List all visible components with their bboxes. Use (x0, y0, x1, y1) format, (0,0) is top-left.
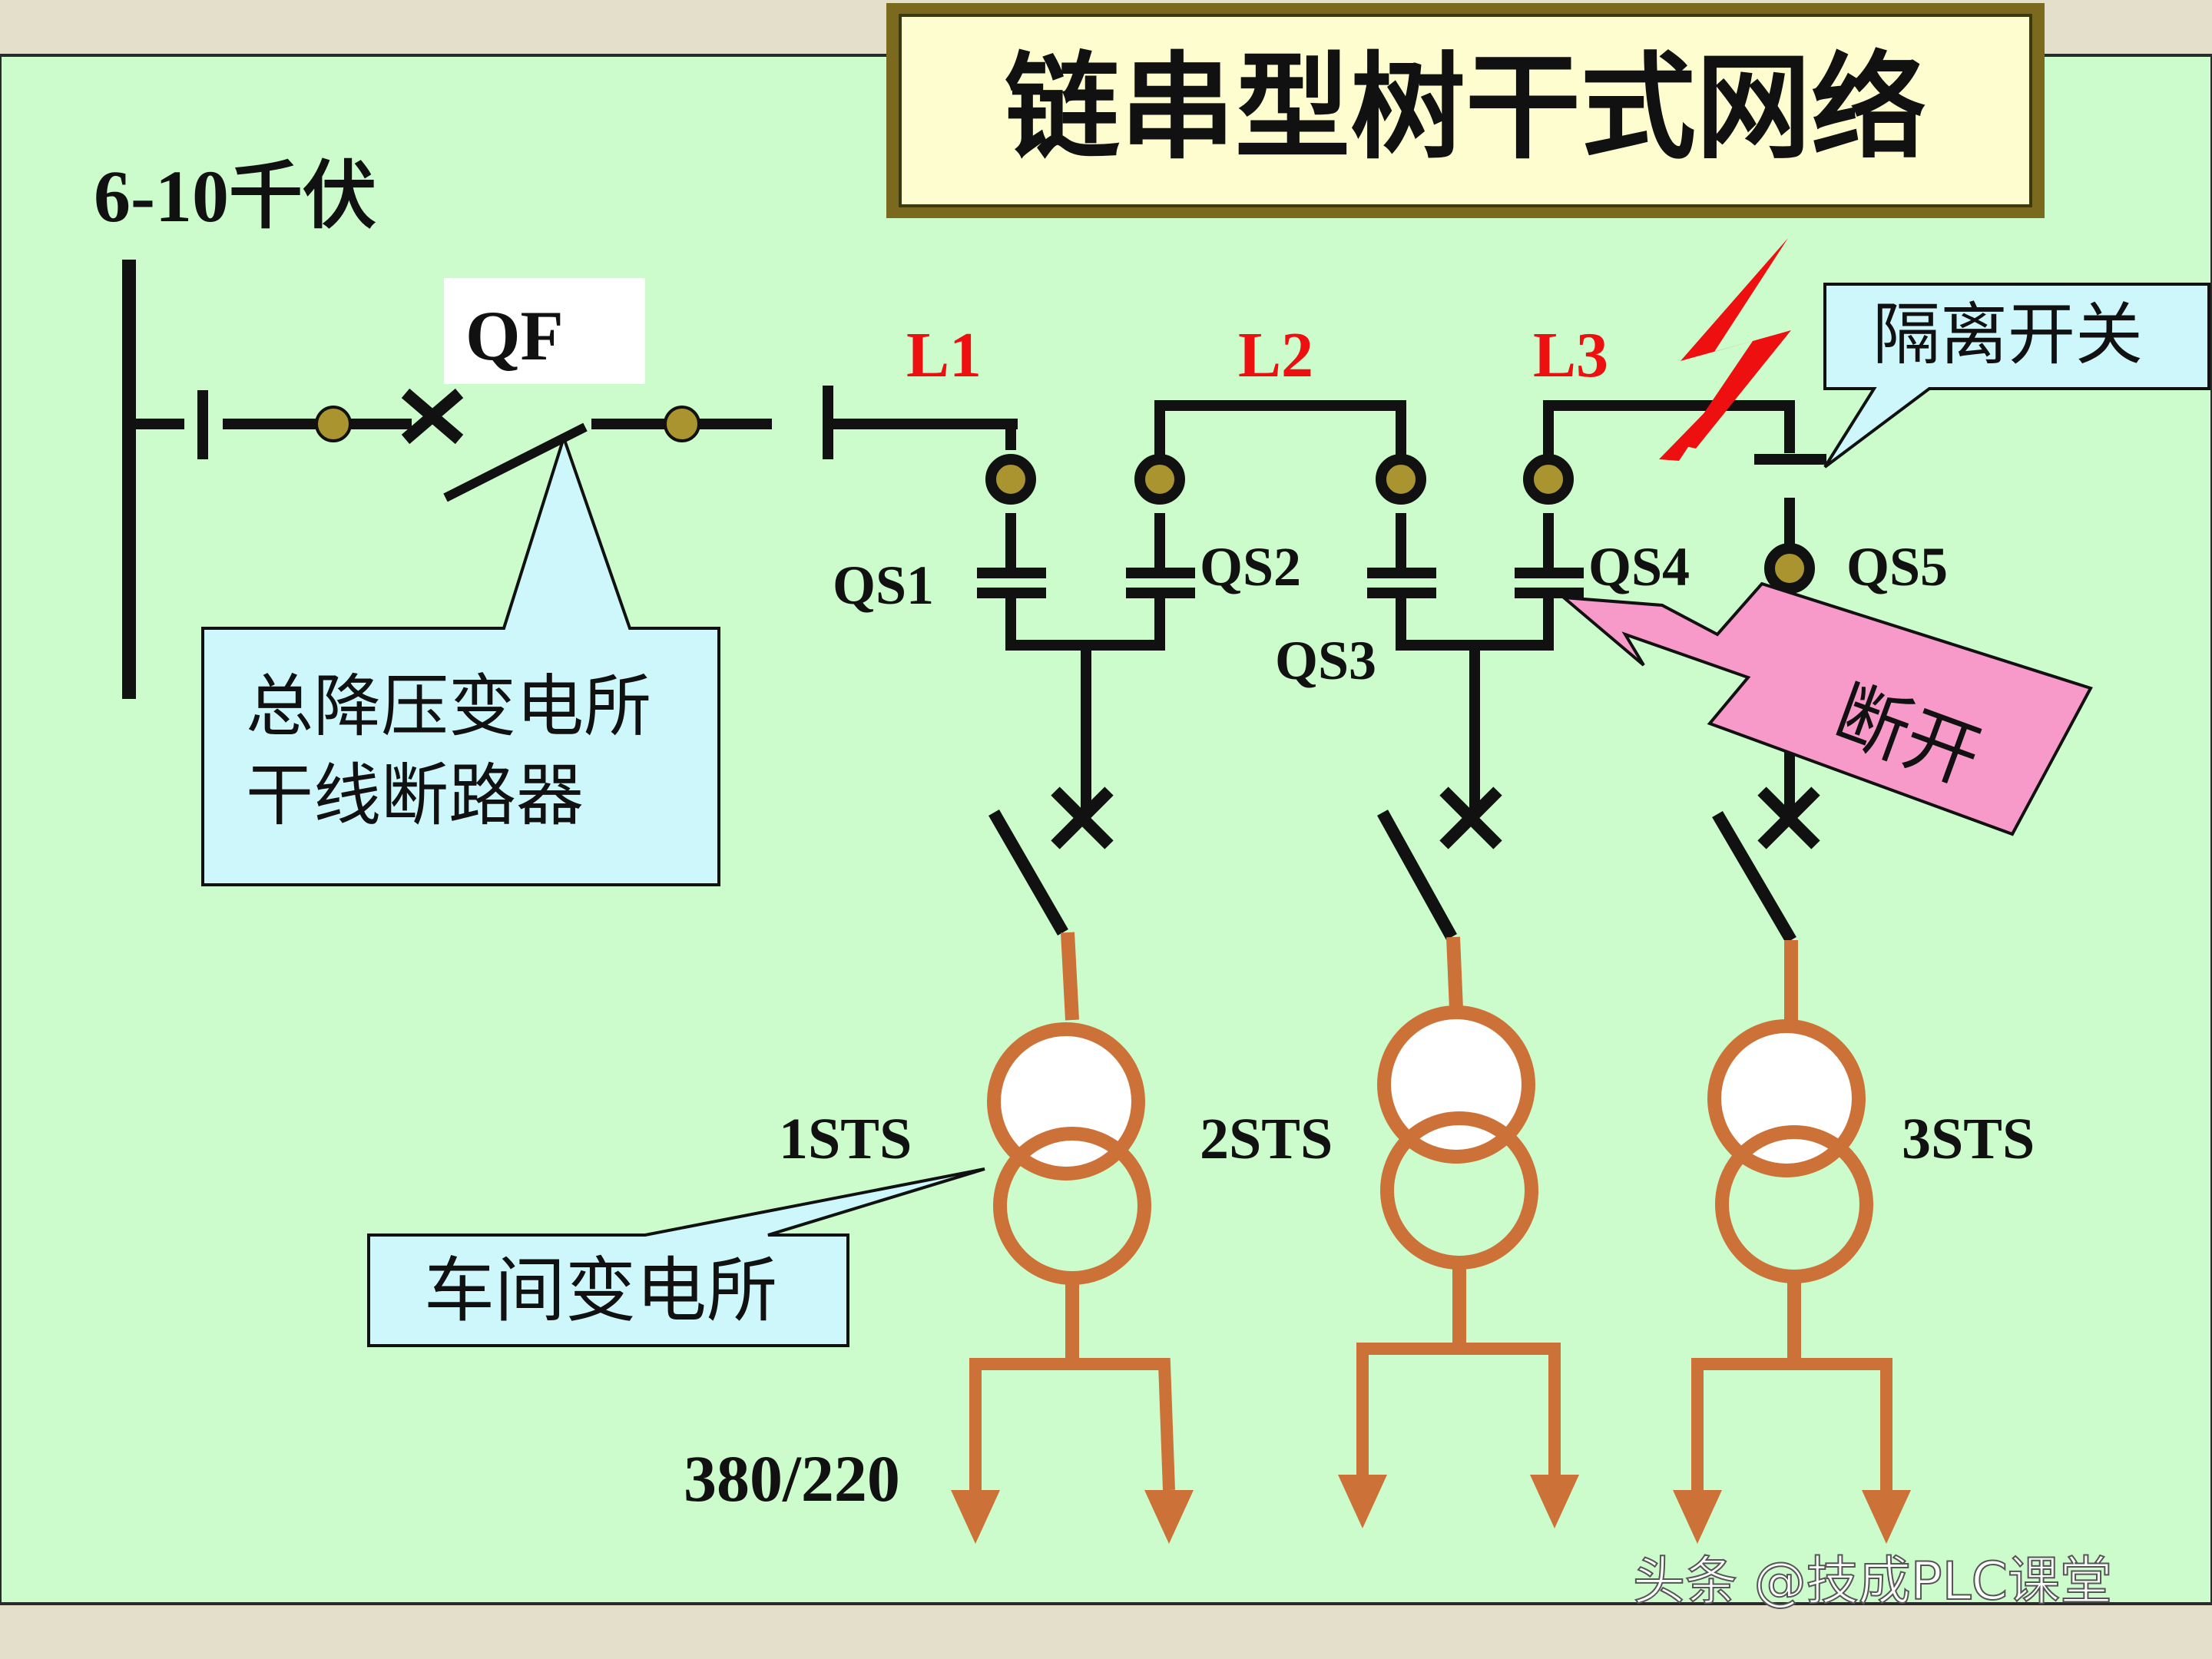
callout-main-breaker-line1: 总降压变电所 (246, 667, 651, 746)
transformer-label-2sts: 2STS (1200, 1107, 1333, 1171)
callout-main-breaker-line2: 干线断路器 (246, 756, 584, 835)
watermark: 头条 @技成PLC课堂 (1633, 1551, 2112, 1612)
arrowheads (951, 1475, 1911, 1544)
callout-isolator: 隔离开关 (1873, 295, 2143, 374)
qs3-dot (1376, 454, 1426, 505)
switch-label-qs5: QS5 (1846, 536, 1948, 598)
breaker-label: QF (465, 296, 564, 375)
line-label-l2: L2 (1238, 320, 1313, 391)
switch-label-qs2: QS2 (1200, 536, 1301, 598)
terminal-dot (664, 406, 700, 442)
switch-label-qs1: QS1 (833, 555, 934, 616)
transformer-2 (1377, 936, 1538, 1344)
transformer-3 (1707, 940, 1873, 1361)
isolator-callout: 隔离开关 (1823, 283, 2210, 469)
terminal-dot (315, 406, 352, 442)
output-voltage-label: 380/220 (684, 1442, 900, 1515)
transformer-label-1sts: 1STS (779, 1107, 912, 1171)
line-label-l3: L3 (1533, 320, 1608, 391)
source-voltage-label: 6-10千伏 (94, 155, 376, 237)
qs2-dot (1134, 454, 1185, 505)
callout-substation: 车间变电所 (424, 1250, 777, 1332)
main-breaker-callout: 总降压变电所 干线断路器 (201, 432, 720, 886)
switch-label-qs4: QS4 (1588, 536, 1690, 598)
lv-outputs (969, 1343, 1892, 1491)
qs5-dot (1764, 543, 1815, 594)
switch-dots (985, 454, 1815, 594)
substation-breakers (988, 786, 1820, 944)
substation-callout: 车间变电所 (367, 1167, 985, 1347)
switch-label-qs3: QS3 (1275, 630, 1376, 691)
line-label-l1: L1 (906, 320, 982, 391)
title-box: 链串型树干式网络 (886, 3, 2045, 218)
page-title: 链串型树干式网络 (1005, 41, 1926, 175)
qs4-dot (1523, 454, 1574, 505)
transformer-label-3sts: 3STS (1902, 1107, 2035, 1171)
transformer-1 (987, 932, 1151, 1359)
fault-bolt-icon (1659, 238, 1791, 461)
qf-breaker: QF (401, 278, 645, 502)
qs1-dot (985, 454, 1036, 505)
